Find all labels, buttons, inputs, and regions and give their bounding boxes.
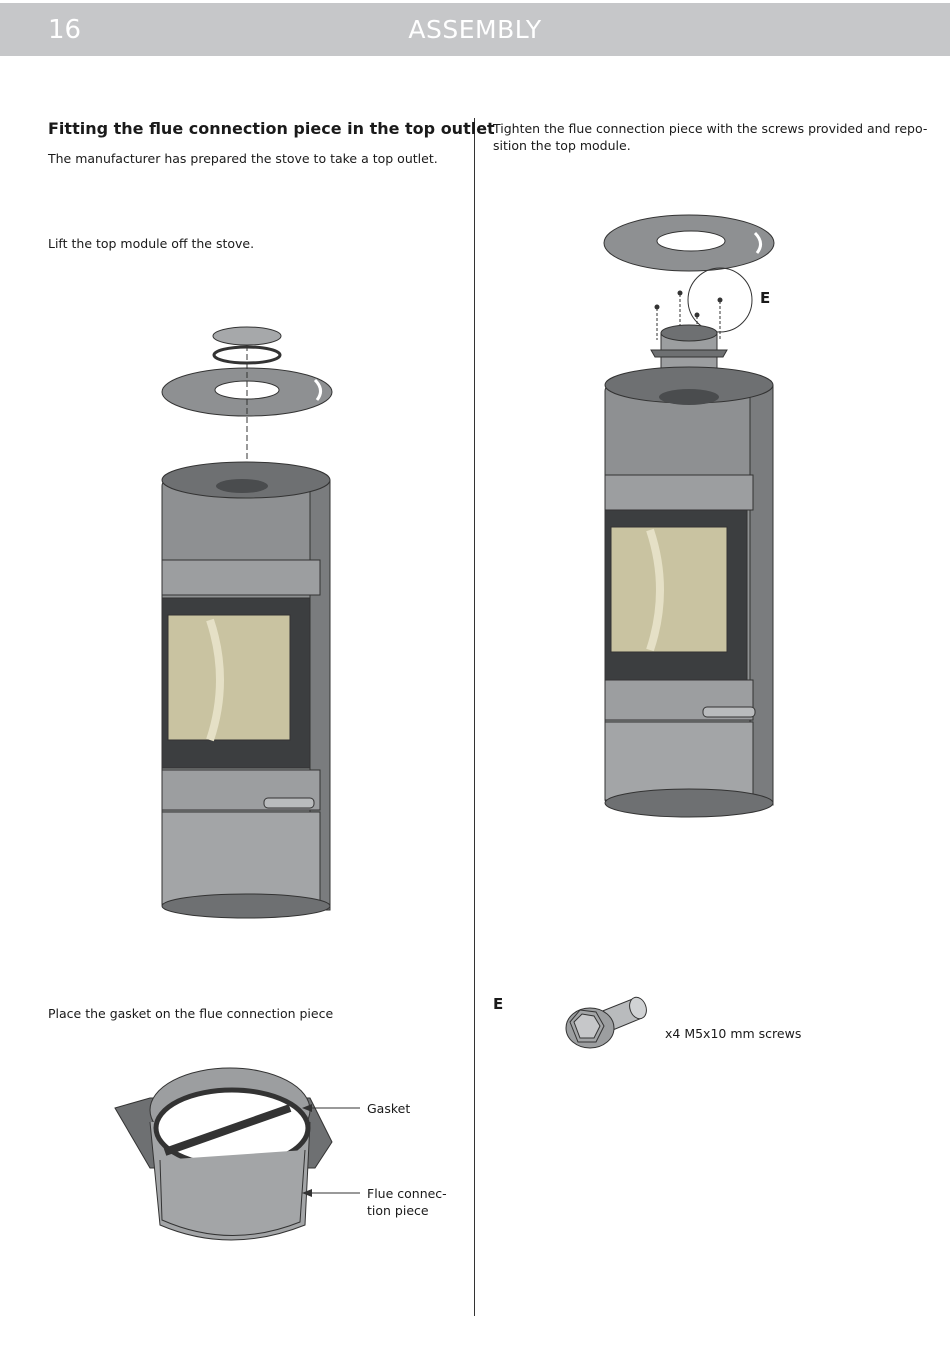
detail-marker: E xyxy=(760,289,771,307)
page-header: 16 ASSEMBLY xyxy=(0,3,950,56)
step-lift-text: Lift the top module off the stove. xyxy=(48,236,255,251)
screw-icon xyxy=(565,996,647,1049)
step-tighten-line1: Tighten the flue connection piece with t… xyxy=(493,121,928,136)
callout-arrows xyxy=(302,1104,360,1197)
stove-assembled-illustration xyxy=(603,214,775,818)
column-divider xyxy=(474,118,475,1316)
intro-text: The manufacturer has prepared the stove … xyxy=(48,151,438,166)
step-gasket-text: Place the gasket on the flue connection … xyxy=(48,1006,334,1021)
flue-label-line1: Flue connec- xyxy=(367,1186,447,1201)
section-heading: Fitting the flue connection piece in the… xyxy=(48,119,495,138)
flue-connection-illustration xyxy=(114,1067,333,1241)
gasket-label: Gasket xyxy=(367,1101,411,1116)
flue-label-line2: tion piece xyxy=(367,1203,429,1218)
screws-label: x4 M5x10 mm screws xyxy=(665,1026,802,1041)
page-number: 16 xyxy=(48,15,82,45)
detail-heading: E xyxy=(493,995,504,1013)
stove-exploded-illustration xyxy=(161,326,333,919)
page-title: ASSEMBLY xyxy=(408,15,542,44)
step-tighten-line2: sition the top module. xyxy=(493,138,631,153)
